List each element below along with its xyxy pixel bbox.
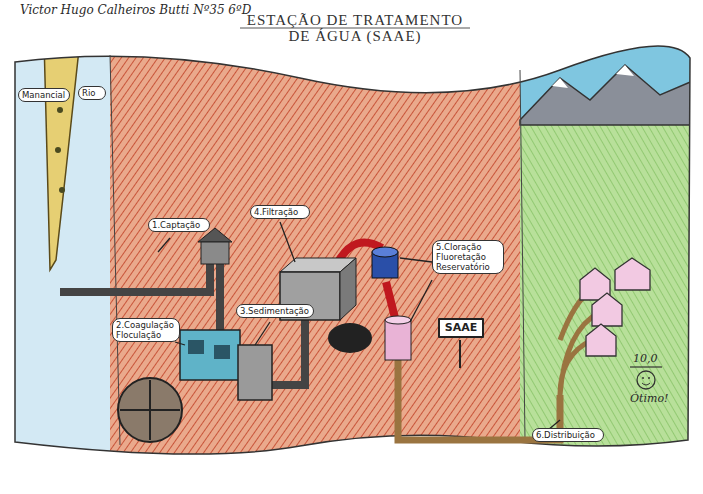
river-edge: [110, 55, 120, 445]
coagulation-tank: [180, 330, 240, 380]
callout-box: 3.Sedimentação: [236, 304, 314, 318]
wheel-spokes: [120, 380, 180, 440]
charcoal: [328, 323, 372, 353]
leader-line: [280, 222, 295, 262]
scene: [10, 40, 695, 460]
node-text: Manancial: [22, 90, 66, 100]
smiley-eye: [648, 377, 650, 379]
tank-detail: [188, 340, 204, 354]
house: [615, 258, 650, 290]
leader-line: [410, 280, 432, 322]
grass: [520, 40, 695, 460]
node-text: 2.Coagulação Floculação: [116, 320, 176, 340]
smiley-mouth: [642, 383, 650, 385]
node-text: 4.Filtração: [254, 207, 306, 217]
node-text: 1.Captação: [152, 220, 206, 230]
grade-note: Ótimo!: [630, 392, 668, 405]
house: [586, 324, 616, 356]
callout-box: Manancial: [18, 88, 70, 102]
callout-box: 5.Cloração Fluoretação Reservatório: [432, 240, 504, 274]
node-text: SAAE: [443, 321, 479, 335]
houses: [580, 258, 650, 356]
leader-line: [400, 258, 432, 262]
author-name: Victor Hugo Calheiros Butti Nº35 6ºD: [20, 3, 251, 17]
sign-post: [459, 340, 461, 368]
stone: [59, 187, 65, 193]
pipe: [60, 262, 210, 292]
ground: [110, 40, 525, 460]
frame: [15, 46, 690, 454]
drum-top: [372, 247, 398, 257]
callout-box: 6.Distribuição: [532, 428, 604, 442]
node-text: 6.Distribuição: [536, 430, 600, 440]
reservoir-top: [385, 316, 411, 324]
pipe: [216, 262, 224, 332]
stone: [57, 107, 63, 113]
grade-note: 10,0: [633, 352, 658, 365]
title: ESTAÇÃO DE TRATAMENTO DE ÁGUA (SAAE): [240, 12, 470, 44]
node-text: 3.Sedimentação: [240, 306, 310, 316]
node-text: Rio: [82, 88, 102, 98]
fraction-bar: [630, 366, 662, 367]
wheel: [118, 378, 182, 442]
callout-box: 4.Filtração: [250, 205, 310, 219]
house: [592, 293, 622, 326]
tank-detail: [214, 345, 230, 359]
river-bank: [44, 40, 80, 270]
leader-line: [158, 238, 170, 252]
sedimentation-tank: [238, 345, 272, 400]
sign-board: SAAE: [438, 318, 484, 338]
capture-hut: [201, 242, 229, 264]
grass-edge: [520, 70, 525, 440]
callout-box: Rio: [78, 86, 106, 100]
node-text: 5.Cloração Fluoretação Reservatório: [436, 242, 500, 272]
smiley: [637, 371, 655, 389]
callout-box: 1.Captação: [148, 218, 210, 232]
river: [10, 40, 120, 460]
leader-line: [255, 322, 270, 345]
reservoir: [385, 320, 411, 360]
filter-side: [340, 258, 356, 320]
leader-lines: [158, 222, 560, 430]
smiley-eye: [642, 377, 644, 379]
callout-box: 2.Coagulação Floculação: [112, 318, 180, 342]
stone: [55, 147, 61, 153]
pipe: [270, 320, 305, 385]
leader-line: [175, 342, 185, 345]
